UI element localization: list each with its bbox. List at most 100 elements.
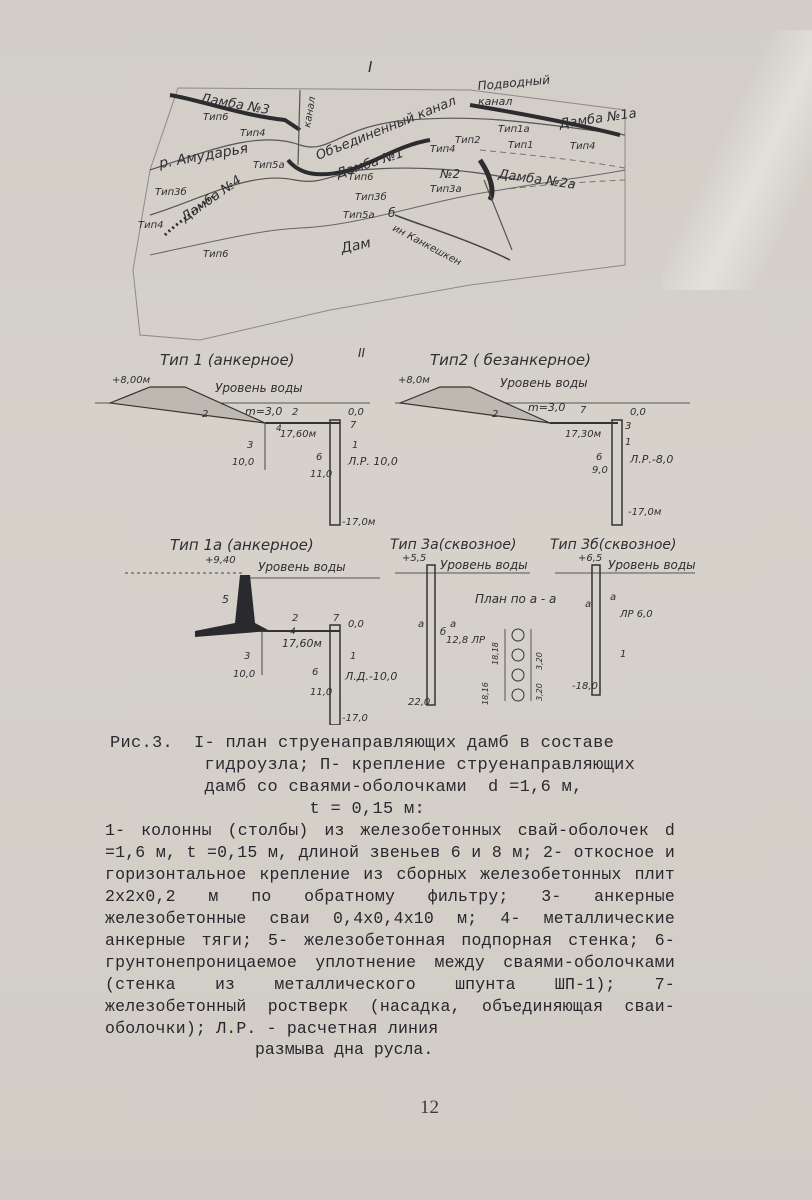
type3a-el220: 22,0: [408, 697, 430, 708]
section-type2: Тип2 ( безанкерное) +8,0м Уровень воды m…: [395, 351, 690, 526]
dam-4: [163, 193, 216, 237]
label-tip1a: Тип1а: [498, 124, 530, 135]
dam-kankeshken: [394, 214, 511, 261]
type1a-n5: 5: [222, 593, 229, 606]
type3b-water: Уровень воды: [608, 558, 696, 572]
caption-line-3: дамб со сваями-оболочками d =1,6 м,: [110, 778, 583, 797]
type2-lr: Л.Р.-8,0: [629, 453, 673, 466]
dam-1: [286, 138, 431, 177]
type1-elev-top: +8,00м: [112, 375, 151, 386]
label-tip3a: Тип3а: [430, 184, 462, 195]
type1a-el100: 10,0: [233, 669, 255, 680]
type3a-plan-label: План по а - а: [475, 592, 556, 606]
type3a-dim4: 3,20: [535, 683, 544, 701]
type3a-a2: а: [450, 619, 456, 630]
label-n2: №2: [439, 167, 460, 181]
type1-n1: 1: [352, 440, 358, 451]
dam-2-line: [483, 179, 513, 251]
type1-slope: m=3,0: [245, 405, 282, 418]
type1-n4: 4: [276, 424, 282, 434]
type3a-dim1: 18,16: [481, 682, 490, 705]
roman-ii-label: II: [358, 346, 366, 360]
label-damba4: Дамба №4: [178, 173, 245, 226]
type1-n7: 7: [350, 420, 357, 431]
type1-title: Тип 1 (анкерное): [160, 351, 295, 369]
label-tip4-c: Тип4: [570, 141, 596, 152]
type1-el00: 0,0: [348, 407, 364, 418]
figure-legend-end: размыва дна русла.: [255, 1040, 434, 1059]
type1-lr: Л.Р. 10,0: [347, 455, 398, 468]
dam-1a: [469, 103, 621, 137]
label-tip1: Тип1: [508, 140, 534, 151]
type2-water: Уровень воды: [500, 376, 588, 390]
type3a-title: Тип 3а(сквозное): [390, 537, 516, 553]
sections-drawing: II Тип 1 (анкерное) +8,00м Уровень воды …: [95, 346, 696, 725]
type3a-dim2: 18,18: [491, 642, 500, 665]
type3a-b: б: [440, 626, 446, 638]
caption-line-4: t = 0,15 м:: [110, 800, 426, 819]
canal-vertical: [297, 89, 301, 166]
type1a-n7: 7: [333, 613, 340, 624]
type2-title: Тип2 ( безанкерное): [430, 351, 591, 369]
type3b-n1: 1: [620, 649, 626, 660]
label-tip4-b: Тип4: [430, 144, 456, 155]
type3b-a1: а: [585, 599, 591, 610]
figure-legend: 1- колонны (столбы) из железобетонных св…: [105, 821, 675, 1038]
label-tip5a-a: Тип5а: [253, 160, 285, 171]
type1a-water: Уровень воды: [258, 560, 346, 574]
type1-el110: 11,0: [310, 469, 332, 480]
label-b6: б: [388, 206, 396, 220]
type1-el10: 10,0: [232, 457, 254, 468]
caption-line-1: Рис.3. I- план струенаправляющих дамб в …: [110, 734, 615, 753]
type1a-n3: 3: [244, 651, 250, 662]
label-podvodny: Подводный: [477, 73, 551, 93]
type3a-water: Уровень воды: [440, 558, 528, 572]
type2-len: 17,30м: [565, 429, 602, 440]
label-amudarya: р. Амударья: [157, 141, 249, 173]
type1-water: Уровень воды: [215, 381, 303, 395]
roman-i-label: I: [368, 58, 373, 76]
type2-n1: 1: [625, 437, 631, 448]
caption-line-2: гидроузла; П- крепление струенаправляющи…: [110, 756, 636, 775]
type1a-n2: 2: [292, 613, 298, 624]
type1-n2: 2: [202, 409, 208, 420]
dam-plan-drawing: I Дамба №3 Тип6 Тип4 канал Объединенный …: [132, 58, 638, 341]
type1-n6: 6: [316, 452, 322, 463]
type2-el170: -17,0м: [628, 507, 662, 518]
type2-elev-top: +8,0м: [398, 375, 430, 386]
label-tip4-d: Тип4: [138, 220, 164, 231]
section-type1: Тип 1 (анкерное) +8,00м Уровень воды m=3…: [95, 351, 398, 528]
label-tip6-a: Тип6: [203, 112, 229, 123]
figure-caption: Рис.3. I- план струенаправляющих дамб в …: [110, 733, 750, 821]
plan-frame: [132, 87, 626, 341]
type2-n3: 3: [625, 421, 631, 432]
label-tip5a-b: Тип5а: [343, 210, 375, 221]
type1a-el00: 0,0: [348, 619, 364, 630]
type2-slope: m=3,0: [528, 401, 565, 414]
type2-el00: 0,0: [630, 407, 646, 418]
type1a-elev-top: +9,40: [205, 555, 236, 566]
label-tip6-b: Тип6: [348, 172, 374, 183]
type2-n7: 7: [580, 405, 587, 416]
section-type1a: Тип 1а (анкерное) +9,40 Уровень воды 5 2…: [125, 536, 397, 725]
type3b-lr: ЛР 6,0: [619, 609, 653, 620]
label-tip6-c: Тип6: [203, 249, 229, 260]
river-bank-upper: [149, 117, 626, 171]
label-dam: Дам: [339, 235, 373, 257]
type1a-lr: Л.Д.-10,0: [344, 670, 397, 683]
type3a-a1: а: [418, 619, 424, 630]
type3b-elev-top: +6,5: [578, 553, 602, 564]
label-tip3b-b: Тип3б: [355, 191, 387, 203]
type3a-elev-top: +5,5: [402, 553, 426, 564]
section-type3b: Тип 3б(сквозное) +6,5 Уровень воды а а Л…: [550, 537, 696, 696]
type1-n3: 3: [247, 440, 253, 451]
type2-n2: 2: [492, 409, 498, 420]
river-bank-middle: [149, 167, 521, 216]
type1-el170: -17,0м: [342, 517, 376, 528]
label-tip2: Тип2: [455, 135, 481, 146]
type3a-lr: 12,8 ЛР: [446, 635, 486, 646]
label-kankoshken: ин Канкешкен: [391, 223, 464, 269]
type2-el90: 9,0: [592, 465, 608, 476]
type3a-dim3: 3,20: [535, 652, 544, 670]
